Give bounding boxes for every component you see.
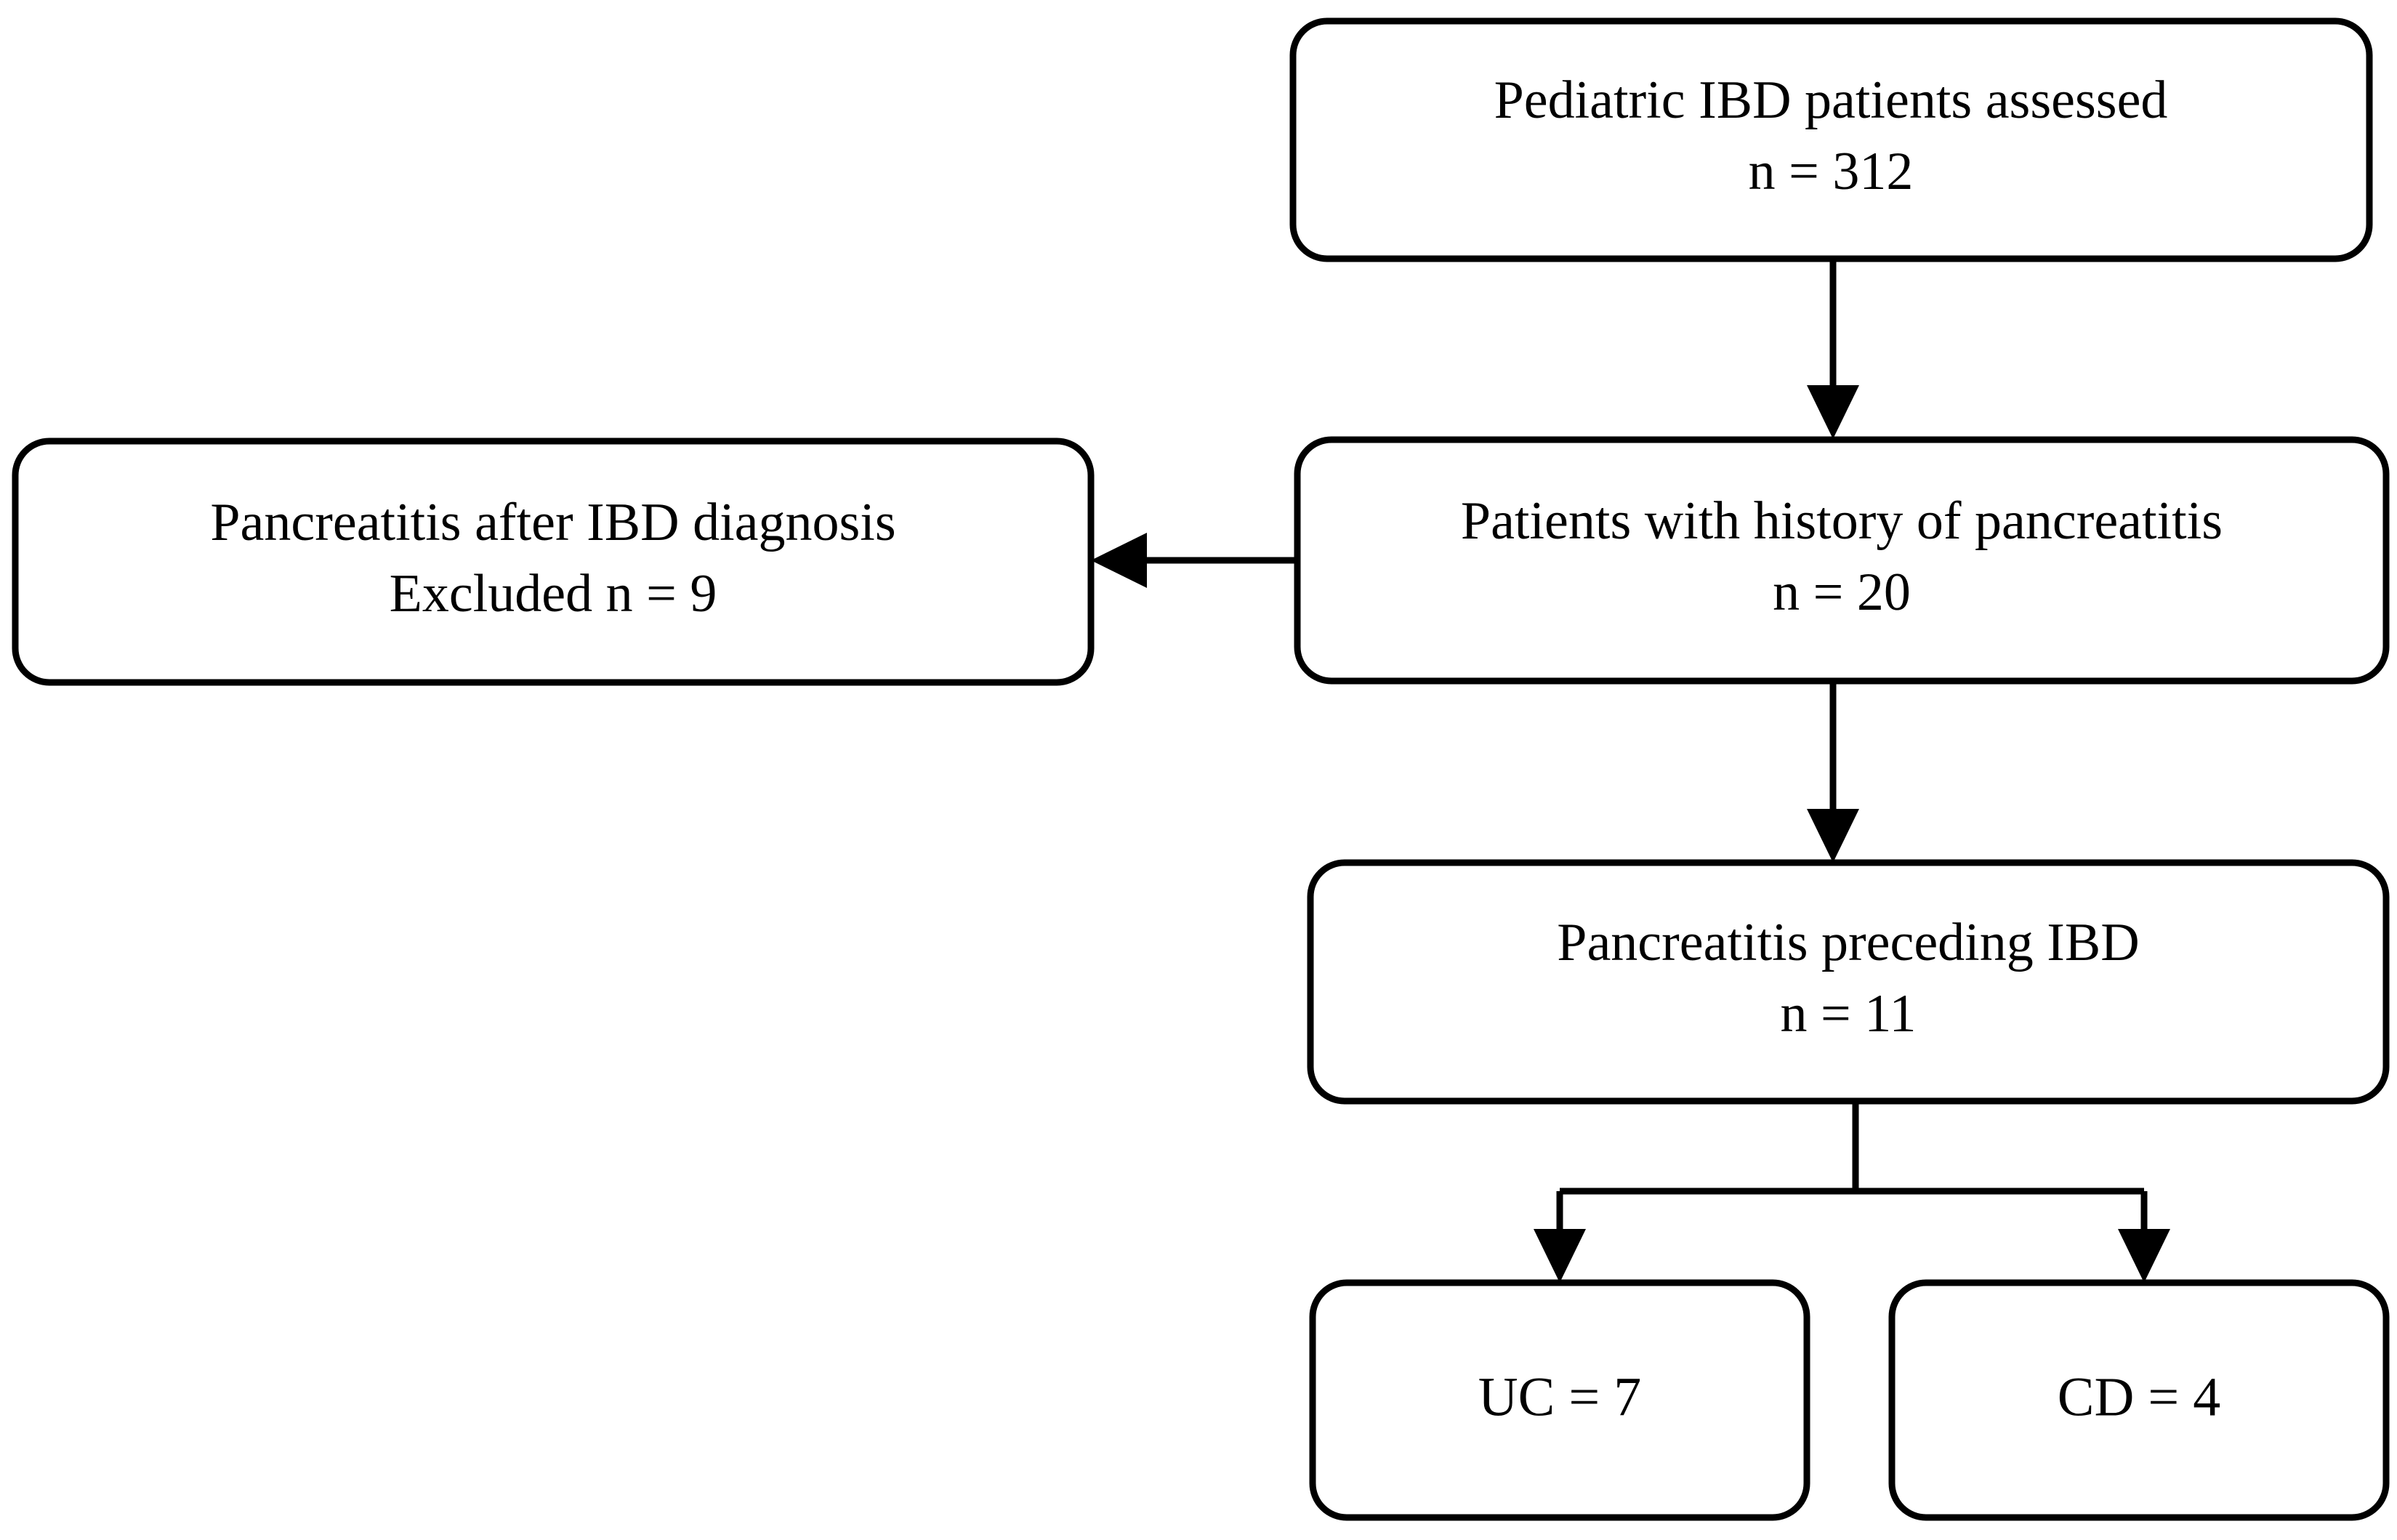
node-pancreatitis-after-ibd-diagnosis-excluded[interactable]: Pancreatitis after IBD diagnosis Exclude… — [12, 438, 1095, 686]
node-label-assessed-line1: Pediatric IBD patients assessed — [1494, 70, 2168, 130]
node-label-history-line2: n = 20 — [1773, 563, 1911, 622]
arrowhead-preceding-to-cd — [2118, 1229, 2170, 1283]
arrowhead-history-to-excluded — [1091, 533, 1147, 588]
node-box-assessed[interactable] — [1289, 17, 2373, 262]
node-pancreatitis-preceding-ibd[interactable]: Pancreatitis preceding IBD n = 11 — [1307, 859, 2390, 1105]
node-ulcerative-colitis-outcome[interactable]: UC = 7 — [1309, 1279, 1810, 1521]
node-label-history-line1: Patients with history of pancreatitis — [1461, 491, 2223, 551]
node-label-preceding-line2: n = 11 — [1781, 984, 1917, 1044]
node-label-assessed-line2: n = 312 — [1749, 142, 1914, 201]
node-box-cd[interactable] — [1888, 1279, 2390, 1521]
node-box-excluded[interactable] — [12, 438, 1095, 686]
arrowhead-history-to-preceding — [1807, 809, 1859, 863]
edge-assessed-to-history — [1807, 259, 1859, 439]
node-label-excluded-line1: Pancreatitis after IBD diagnosis — [210, 493, 895, 552]
node-patients-with-history-of-pancreatitis[interactable]: Patients with history of pancreatitis n … — [1294, 436, 2390, 685]
node-label-preceding-line1: Pancreatitis preceding IBD — [1557, 913, 2139, 972]
node-label-cd: CD = 4 — [2058, 1366, 2220, 1427]
arrowhead-preceding-to-uc — [1534, 1229, 1586, 1283]
node-label-uc: UC = 7 — [1478, 1366, 1641, 1427]
node-pediatric-ibd-patients-assessed[interactable]: Pediatric IBD patients assessed n = 312 — [1289, 17, 2373, 262]
edge-history-to-excluded — [1091, 533, 1297, 588]
edge-history-to-preceding — [1807, 681, 1859, 863]
node-box-preceding[interactable] — [1307, 859, 2390, 1105]
node-box-history[interactable] — [1294, 436, 2390, 685]
node-label-excluded-line2: Excluded n = 9 — [390, 564, 717, 624]
node-crohns-disease-outcome[interactable]: CD = 4 — [1888, 1279, 2390, 1521]
node-box-uc[interactable] — [1309, 1279, 1810, 1521]
edge-preceding-split — [1534, 1101, 2170, 1283]
arrowhead-assessed-to-history — [1807, 385, 1859, 439]
